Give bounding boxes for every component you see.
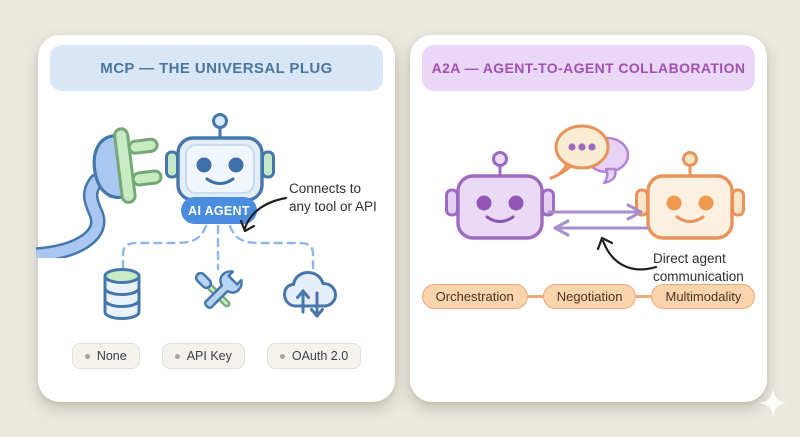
cloud-sync-icon <box>283 271 337 318</box>
mcp-card: MCP — THE UNIVERSAL PLUG AI AGENT Connec… <box>36 35 395 402</box>
a2a-annotation-line2: communication <box>653 268 744 284</box>
auth-badge-api-key: API Key <box>161 343 245 369</box>
auth-badge-label: None <box>96 349 127 363</box>
auth-badges-row: None API Key OAuth 2.0 <box>38 343 395 369</box>
transfer-arrows-icon <box>547 203 649 237</box>
bullet-dot-icon <box>279 353 285 359</box>
pill-connector-line <box>636 295 652 298</box>
mcp-annotation-line2: any tool or API <box>289 198 377 214</box>
mcp-annotation-line1: Connects to <box>289 181 362 196</box>
capability-badge-multimodality: Multimodality <box>651 284 756 309</box>
agent-a-robot-icon <box>445 151 555 240</box>
auth-badge-label: API Key <box>186 349 232 363</box>
mcp-card-title: MCP — THE UNIVERSAL PLUG <box>50 45 383 91</box>
a2a-annotation: Direct agent communication <box>653 250 744 285</box>
capability-badge-negotiation: Negotiation <box>542 284 637 309</box>
pill-connector-line <box>527 295 543 298</box>
auth-badge-none: None <box>71 343 140 369</box>
auth-badge-oauth: OAuth 2.0 <box>266 343 362 369</box>
bullet-dot-icon <box>84 353 90 359</box>
dashed-connector-lines <box>121 225 315 271</box>
ai-agent-robot-icon <box>165 113 275 202</box>
ai-agent-badge: AI AGENT <box>181 197 257 224</box>
database-icon <box>103 268 141 320</box>
plug-icon <box>36 127 163 258</box>
a2a-card-title: A2A — AGENT-TO-AGENT COLLABORATION <box>422 45 755 91</box>
sparkle-icon <box>758 388 788 418</box>
a2a-annotation-line1: Direct agent <box>653 251 726 266</box>
mcp-annotation: Connects to any tool or API <box>289 180 377 215</box>
agent-b-robot-icon <box>635 151 745 240</box>
capability-badges-row: Orchestration Negotiation Multimodality <box>410 284 767 309</box>
curved-arrow-icon <box>596 236 658 271</box>
bullet-dot-icon <box>174 353 180 359</box>
auth-badge-label: OAuth 2.0 <box>291 349 349 363</box>
chat-bubbles-icon <box>549 124 630 185</box>
a2a-card: A2A — AGENT-TO-AGENT COLLABORATION <box>410 35 767 402</box>
tools-icon <box>194 270 243 309</box>
capability-badge-orchestration: Orchestration <box>421 284 528 309</box>
curved-arrow-icon <box>239 196 288 233</box>
